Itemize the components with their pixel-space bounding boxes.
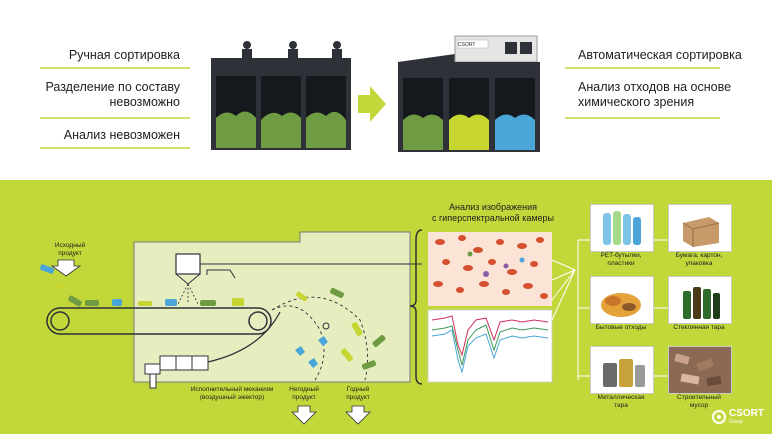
machine-housing bbox=[133, 231, 411, 383]
manual-sorting-station bbox=[211, 41, 351, 150]
conveyor-belt bbox=[46, 307, 272, 335]
pet-bottles-icon bbox=[603, 211, 641, 245]
belt-items bbox=[85, 298, 244, 306]
construction-debris-icon bbox=[669, 347, 731, 393]
camera-icon bbox=[175, 253, 201, 275]
csort-logo: CSORT Group bbox=[712, 408, 770, 428]
right-separators bbox=[565, 67, 720, 119]
spectral-blobs bbox=[433, 235, 548, 299]
falling-items bbox=[295, 287, 386, 370]
trajectories bbox=[271, 296, 369, 381]
category-card-household bbox=[590, 276, 654, 324]
ejector-unit bbox=[144, 355, 209, 389]
category-glass-label: Стеклянная тара bbox=[673, 324, 725, 331]
analysis-bracket bbox=[409, 229, 423, 385]
category-household-label: Бытовые отходы bbox=[595, 324, 647, 331]
logo-sub: Group bbox=[729, 419, 743, 425]
category-card-pet bbox=[590, 204, 654, 252]
glass-bottles-icon bbox=[683, 287, 720, 319]
sorting-comparison-graphic bbox=[40, 35, 720, 152]
household-waste-icon bbox=[601, 293, 641, 317]
cardboard-box-icon bbox=[682, 217, 720, 247]
process-diagram bbox=[39, 229, 668, 425]
actuator-label: Исполнительный механизм(воздушный эжекто… bbox=[190, 386, 274, 401]
category-card-paper bbox=[668, 204, 732, 252]
spectral-curves bbox=[431, 315, 549, 374]
logo-name: CSORT bbox=[729, 408, 764, 419]
hyperspectral-image bbox=[428, 232, 552, 306]
transition-arrow bbox=[358, 86, 386, 122]
category-pet-label: PET-бутылки,пластики bbox=[600, 252, 642, 267]
incoming-items bbox=[39, 264, 82, 307]
logo-mark-icon bbox=[712, 410, 726, 424]
classification-links bbox=[551, 239, 668, 380]
category-card-metal bbox=[590, 346, 654, 394]
automatic-sorting-station bbox=[398, 35, 540, 152]
category-paper-label: Бумага, картон,упаковка bbox=[675, 252, 723, 267]
no-analysis-label: Анализ невозможен bbox=[63, 128, 180, 142]
output-arrows bbox=[50, 259, 371, 425]
metal-cans-icon bbox=[603, 359, 645, 387]
machine-brand: CSORT bbox=[458, 42, 476, 48]
category-card-construction bbox=[668, 346, 732, 394]
auto-sorting-label: Автоматическая сортировка bbox=[578, 48, 742, 62]
category-card-glass bbox=[668, 276, 732, 324]
left-separators bbox=[40, 67, 190, 149]
manual-sorting-label: Ручная сортировка bbox=[68, 48, 180, 62]
